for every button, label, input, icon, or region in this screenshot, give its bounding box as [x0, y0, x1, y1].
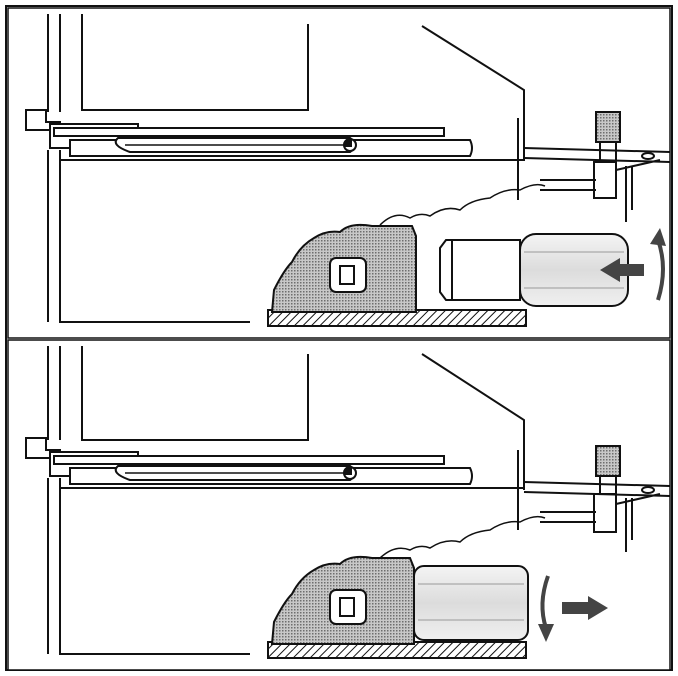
housing [47, 14, 525, 323]
panel-bottom [7, 339, 671, 671]
cutaway-edge [379, 515, 546, 559]
panel-top [7, 7, 671, 339]
bulb-icon [413, 565, 529, 641]
rail [25, 437, 525, 489]
direction-arrow-icon [600, 258, 644, 282]
thumbscrew-icon [523, 111, 671, 222]
bulb-icon [439, 233, 629, 307]
rotation-arrow-icon [650, 228, 666, 301]
thumbscrew-icon [523, 445, 671, 552]
direction-arrow-icon [562, 596, 608, 620]
cutaway-edge [379, 183, 546, 226]
rotation-arrow-icon [538, 575, 554, 642]
rail [25, 109, 525, 161]
housing [47, 346, 525, 655]
